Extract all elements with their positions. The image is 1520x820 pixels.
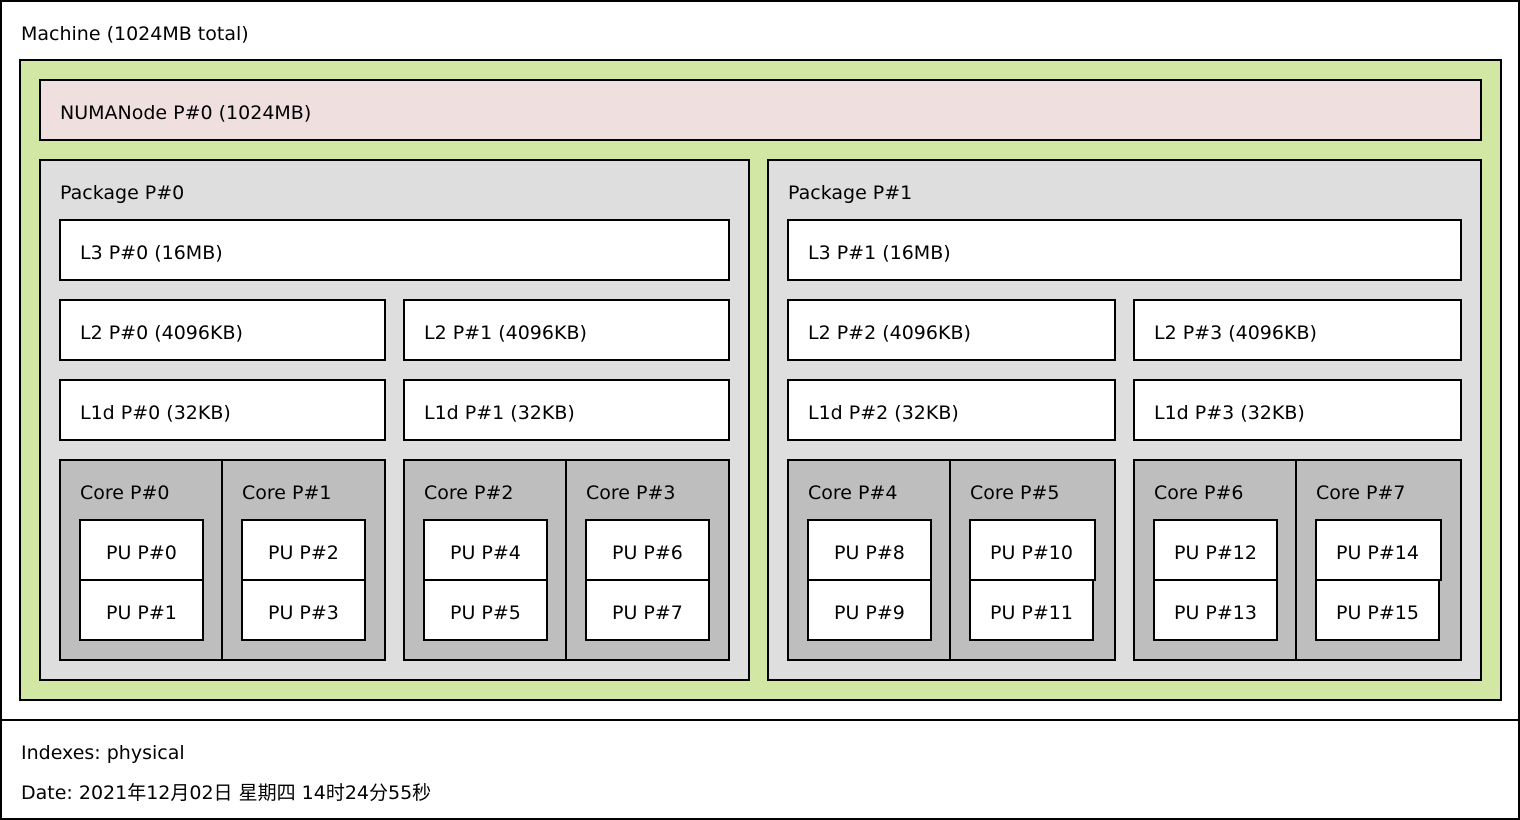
pu-label: PU P#13 (1174, 602, 1257, 624)
machine-label: Machine (1024MB total) (21, 23, 249, 45)
cache-label: L2 P#0 (4096KB) (80, 322, 243, 344)
cache-label: L2 P#2 (4096KB) (808, 322, 971, 344)
core-label: Core P#3 (586, 482, 676, 504)
cache-label: L3 P#0 (16MB) (80, 242, 223, 264)
core-label: Core P#0 (80, 482, 170, 504)
pu-box: PU P#7 (585, 579, 710, 641)
pu-box: PU P#5 (423, 579, 548, 641)
pu-label: PU P#2 (268, 542, 339, 564)
cache-label: L2 P#1 (4096KB) (424, 322, 587, 344)
pu-label: PU P#0 (106, 542, 177, 564)
core-label: Core P#7 (1316, 482, 1406, 504)
numa-node: NUMANode P#0 (1024MB) (39, 79, 1482, 141)
pu-box: PU P#11 (969, 579, 1094, 641)
pu-box: PU P#9 (807, 579, 932, 641)
package-label: Package P#1 (788, 182, 913, 204)
l2-cache: L2 P#1 (4096KB) (403, 299, 730, 361)
pu-label: PU P#8 (834, 542, 905, 564)
pu-label: PU P#3 (268, 602, 339, 624)
core-label: Core P#5 (970, 482, 1060, 504)
pu-box: PU P#15 (1315, 579, 1440, 641)
pu-label: PU P#9 (834, 602, 905, 624)
pu-box: PU P#12 (1153, 519, 1278, 581)
package-label: Package P#0 (60, 182, 185, 204)
l3-cache: L3 P#1 (16MB) (787, 219, 1462, 281)
pu-box: PU P#1 (79, 579, 204, 641)
cache-label: L1d P#2 (32KB) (808, 402, 959, 424)
cache-label: L1d P#3 (32KB) (1154, 402, 1305, 424)
legend-box: Indexes: physical Date: 2021年12月02日 星期四 … (0, 719, 1520, 820)
l2-cache: L2 P#2 (4096KB) (787, 299, 1116, 361)
legend-date: Date: 2021年12月02日 星期四 14时24分55秒 (21, 782, 432, 804)
legend-indexes: Indexes: physical (21, 742, 185, 764)
l3-cache: L3 P#0 (16MB) (59, 219, 730, 281)
core-label: Core P#2 (424, 482, 514, 504)
l1d-cache: L1d P#3 (32KB) (1133, 379, 1462, 441)
pu-label: PU P#5 (450, 602, 521, 624)
pu-box: PU P#6 (585, 519, 710, 581)
pu-label: PU P#11 (990, 602, 1073, 624)
pu-box: PU P#8 (807, 519, 932, 581)
cache-label: L3 P#1 (16MB) (808, 242, 951, 264)
pu-label: PU P#4 (450, 542, 521, 564)
pu-box: PU P#0 (79, 519, 204, 581)
pu-box: PU P#10 (969, 519, 1096, 581)
cache-label: L1d P#0 (32KB) (80, 402, 231, 424)
pu-label: PU P#14 (1336, 542, 1419, 564)
l2-cache: L2 P#0 (4096KB) (59, 299, 386, 361)
pu-box: PU P#3 (241, 579, 366, 641)
cache-label: L1d P#1 (32KB) (424, 402, 575, 424)
cache-label: L2 P#3 (4096KB) (1154, 322, 1317, 344)
numa-label: NUMANode P#0 (1024MB) (60, 102, 312, 124)
l1d-cache: L1d P#0 (32KB) (59, 379, 386, 441)
pu-label: PU P#6 (612, 542, 683, 564)
pu-label: PU P#7 (612, 602, 683, 624)
l2-cache: L2 P#3 (4096KB) (1133, 299, 1462, 361)
pu-box: PU P#14 (1315, 519, 1442, 581)
pu-box: PU P#4 (423, 519, 548, 581)
core-label: Core P#4 (808, 482, 898, 504)
core-label: Core P#1 (242, 482, 332, 504)
l1d-cache: L1d P#1 (32KB) (403, 379, 730, 441)
pu-box: PU P#13 (1153, 579, 1278, 641)
core-label: Core P#6 (1154, 482, 1244, 504)
pu-label: PU P#15 (1336, 602, 1419, 624)
l1d-cache: L1d P#2 (32KB) (787, 379, 1116, 441)
pu-label: PU P#1 (106, 602, 177, 624)
pu-label: PU P#12 (1174, 542, 1257, 564)
pu-box: PU P#2 (241, 519, 366, 581)
pu-label: PU P#10 (990, 542, 1073, 564)
